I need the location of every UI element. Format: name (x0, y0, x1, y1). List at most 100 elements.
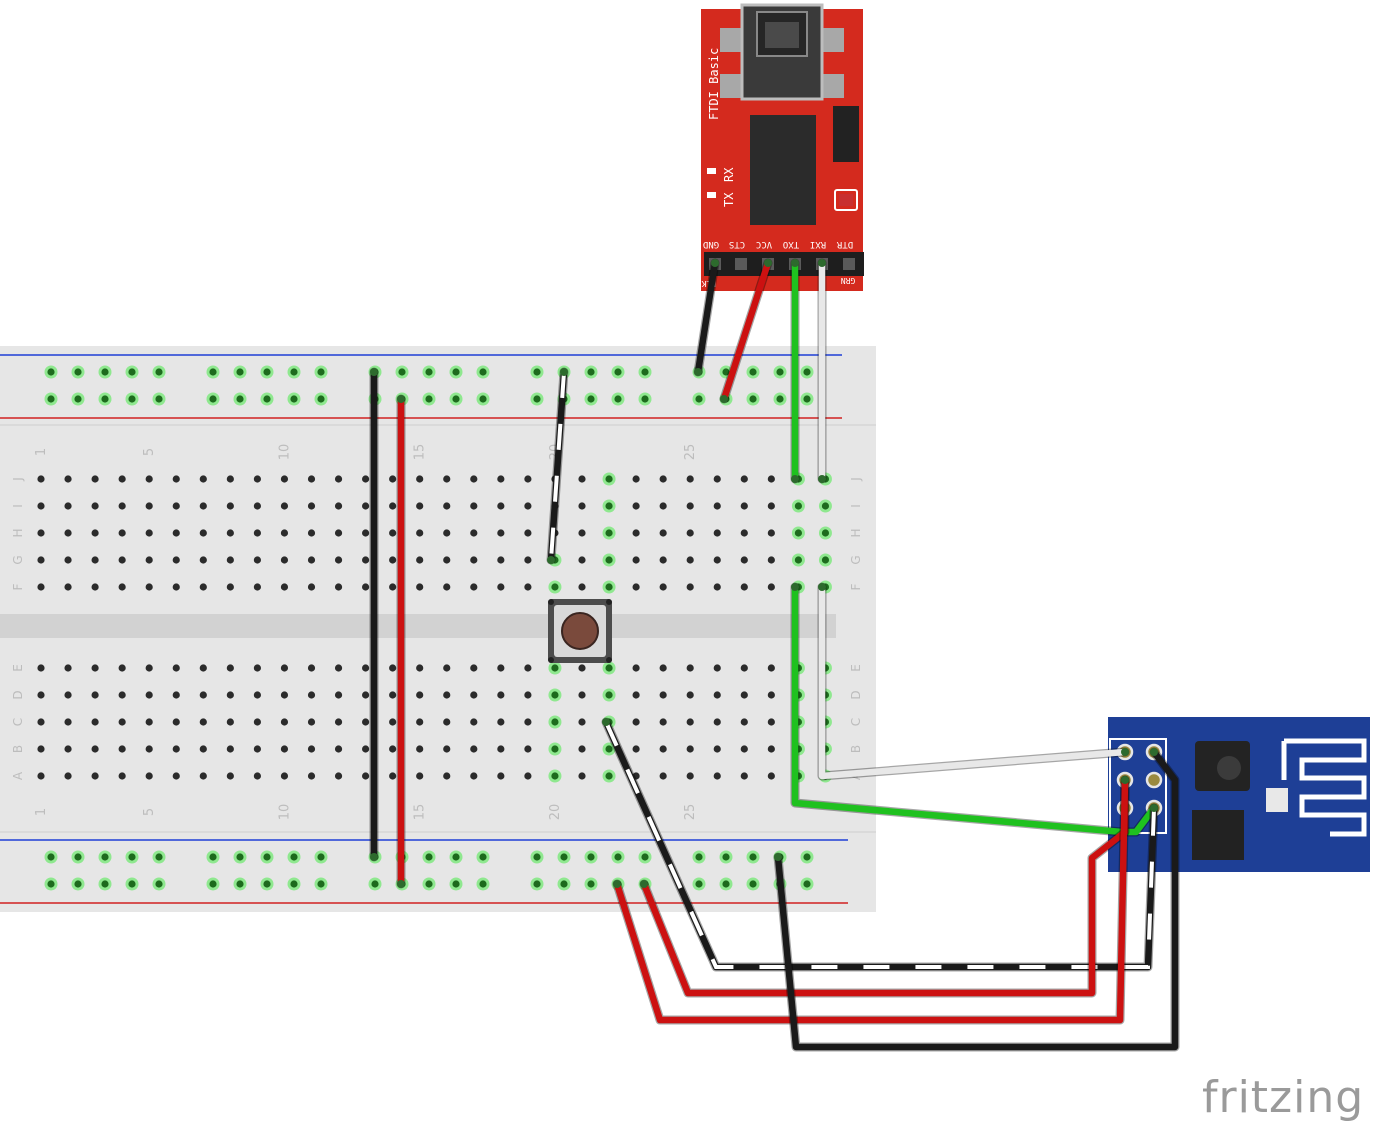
breadboard-hole[interactable] (659, 556, 667, 564)
breadboard-hole[interactable] (470, 583, 478, 591)
rail-hole[interactable] (398, 368, 406, 376)
breadboard-hole[interactable] (172, 556, 180, 564)
breadboard-hole[interactable] (659, 772, 667, 780)
breadboard-hole[interactable] (767, 718, 775, 726)
breadboard-hole[interactable] (632, 691, 640, 699)
breadboard-hole[interactable] (470, 556, 478, 564)
breadboard-hole[interactable] (145, 475, 153, 483)
breadboard-hole[interactable] (497, 664, 505, 672)
breadboard-hole[interactable] (64, 556, 72, 564)
breadboard-hole[interactable] (443, 718, 451, 726)
breadboard-hole[interactable] (91, 664, 99, 672)
breadboard-hole[interactable] (686, 745, 694, 753)
breadboard-hole[interactable] (307, 664, 316, 672)
breadboard-hole[interactable] (334, 502, 343, 510)
breadboard-hole[interactable] (497, 772, 505, 780)
rail-hole[interactable] (722, 368, 730, 376)
breadboard-hole[interactable] (686, 772, 694, 780)
breadboard-hole[interactable] (64, 583, 72, 591)
rail-hole[interactable] (317, 368, 325, 376)
breadboard-hole[interactable] (118, 556, 126, 564)
breadboard-hole[interactable] (416, 475, 424, 483)
breadboard-hole[interactable] (389, 583, 397, 591)
breadboard-hole[interactable] (632, 529, 640, 537)
rail-hole[interactable] (209, 880, 217, 888)
breadboard-hole[interactable] (821, 529, 830, 537)
breadboard-hole[interactable] (470, 772, 478, 780)
rail-hole[interactable] (74, 368, 82, 376)
breadboard-hole[interactable] (307, 772, 316, 780)
breadboard-hole[interactable] (145, 772, 153, 780)
breadboard-hole[interactable] (389, 691, 397, 699)
breadboard-hole[interactable] (443, 583, 451, 591)
breadboard-hole[interactable] (362, 583, 370, 591)
breadboard-hole[interactable] (686, 583, 694, 591)
breadboard-hole[interactable] (280, 529, 289, 537)
rail-hole[interactable] (587, 395, 595, 403)
breadboard-hole[interactable] (280, 502, 289, 510)
rail-hole[interactable] (155, 368, 163, 376)
breadboard-hole[interactable] (524, 475, 532, 483)
breadboard-hole[interactable] (767, 475, 775, 483)
rail-hole[interactable] (749, 368, 757, 376)
breadboard-hole[interactable] (118, 583, 126, 591)
breadboard-hole[interactable] (253, 583, 261, 591)
rail-hole[interactable] (560, 880, 568, 888)
breadboard-hole[interactable] (767, 664, 775, 672)
breadboard-hole[interactable] (253, 772, 261, 780)
breadboard-hole[interactable] (443, 745, 451, 753)
breadboard-hole[interactable] (172, 718, 180, 726)
rail-hole[interactable] (452, 880, 460, 888)
breadboard-hole[interactable] (280, 691, 289, 699)
breadboard-hole[interactable] (280, 664, 289, 672)
breadboard-hole[interactable] (172, 502, 180, 510)
breadboard-hole[interactable] (470, 529, 478, 537)
rail-hole[interactable] (695, 395, 703, 403)
breadboard-hole[interactable] (578, 556, 586, 564)
breadboard-hole[interactable] (280, 772, 289, 780)
esp-header-pin[interactable] (1145, 771, 1163, 789)
breadboard-hole[interactable] (740, 556, 748, 564)
breadboard-hole[interactable] (334, 664, 343, 672)
breadboard-hole[interactable] (91, 529, 99, 537)
breadboard-hole[interactable] (145, 718, 153, 726)
breadboard-hole[interactable] (443, 691, 451, 699)
breadboard-hole[interactable] (91, 475, 99, 483)
breadboard-hole[interactable] (199, 556, 207, 564)
breadboard-hole[interactable] (578, 691, 586, 699)
breadboard-hole[interactable] (632, 745, 640, 753)
breadboard-hole[interactable] (64, 718, 72, 726)
breadboard-hole[interactable] (334, 745, 343, 753)
breadboard-hole[interactable] (578, 502, 586, 510)
rail-hole[interactable] (290, 395, 298, 403)
breadboard-hole[interactable] (362, 529, 370, 537)
rail-hole[interactable] (101, 880, 109, 888)
breadboard-hole[interactable] (497, 475, 505, 483)
rail-hole[interactable] (263, 368, 271, 376)
breadboard-hole[interactable] (416, 745, 424, 753)
rail-hole[interactable] (641, 395, 649, 403)
breadboard-hole[interactable] (91, 772, 99, 780)
rail-hole[interactable] (803, 368, 811, 376)
rail-hole[interactable] (803, 880, 811, 888)
rail-hole[interactable] (74, 853, 82, 861)
breadboard-hole[interactable] (713, 529, 721, 537)
rail-hole[interactable] (155, 395, 163, 403)
breadboard-hole[interactable] (172, 691, 180, 699)
breadboard-hole[interactable] (199, 475, 207, 483)
breadboard-hole[interactable] (253, 718, 261, 726)
rail-hole[interactable] (209, 853, 217, 861)
breadboard-hole[interactable] (578, 583, 586, 591)
breadboard-hole[interactable] (226, 475, 234, 483)
breadboard-hole[interactable] (64, 529, 72, 537)
breadboard-hole[interactable] (118, 529, 126, 537)
breadboard-hole[interactable] (794, 502, 803, 510)
breadboard-hole[interactable] (497, 745, 505, 753)
breadboard-hole[interactable] (524, 691, 532, 699)
breadboard-hole[interactable] (740, 718, 748, 726)
breadboard-hole[interactable] (307, 691, 316, 699)
breadboard-hole[interactable] (740, 745, 748, 753)
breadboard-hole[interactable] (416, 556, 424, 564)
breadboard-hole[interactable] (416, 718, 424, 726)
vcc-to-esp-wire-2[interactable] (613, 776, 1129, 1024)
